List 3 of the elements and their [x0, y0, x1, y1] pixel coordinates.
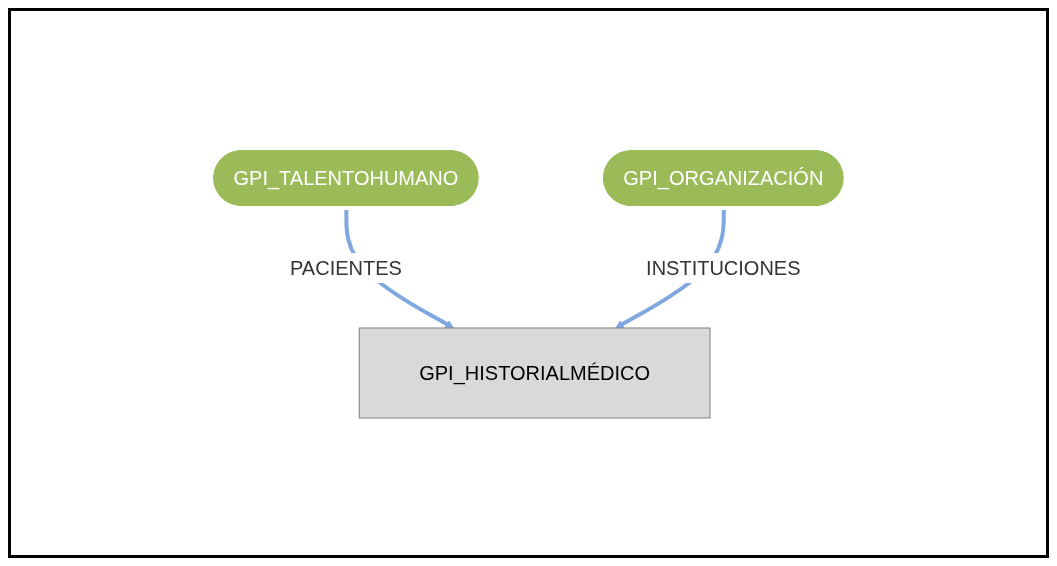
node-box: GPI_HISTORIALMÉDICO [358, 327, 711, 419]
edge-label: INSTITUCIONES [646, 256, 801, 279]
edge-label: PACIENTES [290, 256, 402, 279]
